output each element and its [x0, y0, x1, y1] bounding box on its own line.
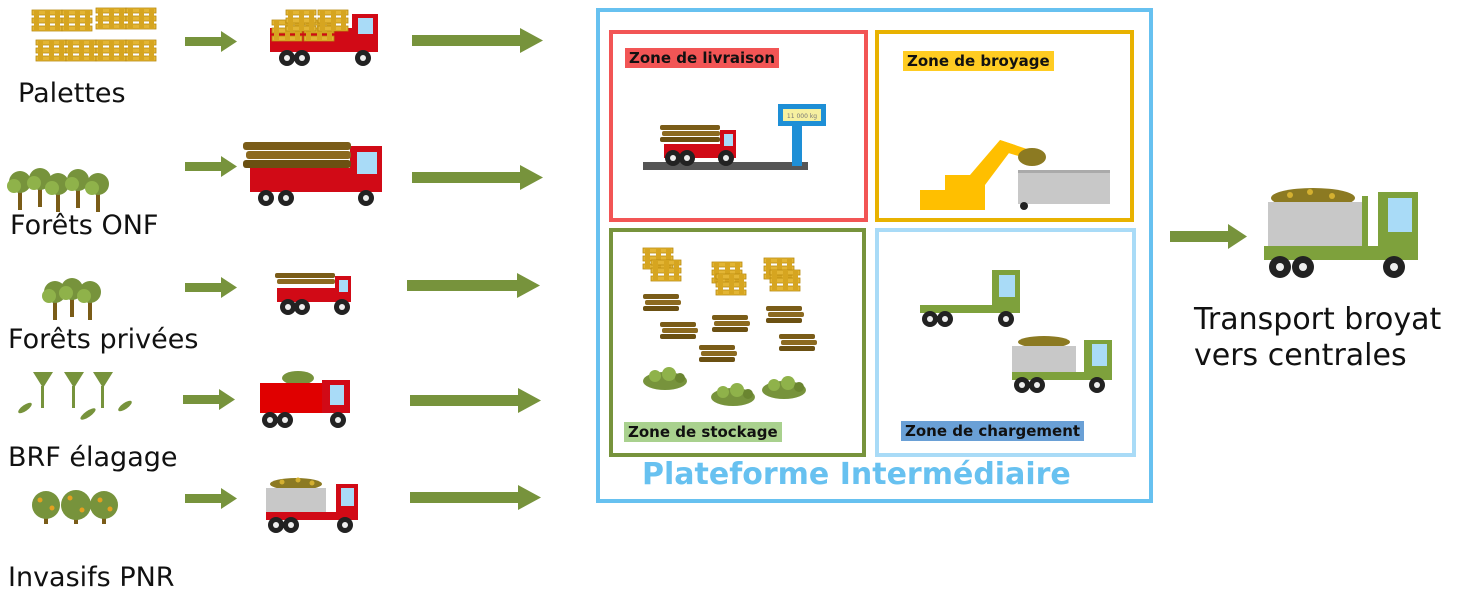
small-log-truck-icon: [275, 273, 351, 315]
arrow-4: [183, 389, 235, 410]
chip-truck-icon: [266, 477, 358, 533]
zone-label-chargement: Zone de chargement: [901, 421, 1085, 441]
forest-icon: [7, 168, 109, 212]
long-arrows: [407, 28, 1247, 510]
output-label-line1: Transport broyat: [1194, 302, 1442, 337]
long-arrow-1: [412, 28, 543, 53]
zone-label-broyage: Zone de broyage: [903, 51, 1054, 71]
source-label-forets-onf: Forêts ONF: [10, 210, 159, 241]
pallet-truck-icon: [270, 9, 378, 66]
stored-logs-icon: [643, 294, 817, 362]
zone-label-stockage: Zone de stockage: [624, 422, 782, 442]
long-arrow-2: [412, 165, 543, 190]
log-truck-icon: [243, 142, 382, 206]
zone-livraison-border: [609, 30, 868, 222]
invasive-shrubs-icon: [32, 490, 118, 524]
small-forest-icon: [42, 278, 101, 320]
arrow-2: [185, 156, 237, 177]
platform-title: Plateforme Intermédiaire: [642, 457, 1071, 492]
output-truck-icon: [1264, 188, 1418, 278]
source-label-invasifs-pnr: Invasifs PNR: [8, 562, 175, 593]
grinder-hopper-icon: [1018, 170, 1110, 210]
weighbridge-icon: 11 000 kg: [643, 104, 826, 170]
platform-border: [596, 8, 1153, 503]
long-arrow-4: [410, 388, 541, 413]
zone-chargement-border: [875, 228, 1136, 457]
output-arrow: [1170, 224, 1247, 249]
loaded-truck-icon: [1012, 336, 1112, 393]
stored-shrubs-icon: [643, 367, 806, 406]
source-label-palettes: Palettes: [18, 78, 126, 109]
pallets-icon: [31, 7, 157, 62]
source-label-forets-privees: Forêts privées: [8, 324, 199, 355]
long-arrow-3: [407, 273, 540, 298]
delivery-truck-icon: [660, 125, 736, 166]
arrow-3: [185, 277, 237, 298]
arrow-1: [185, 31, 237, 52]
branches-icon: [18, 372, 132, 420]
stored-pallets-icon: [642, 247, 801, 296]
long-arrow-5: [410, 485, 541, 510]
zone-stockage-border: [609, 228, 866, 457]
arrow-5: [185, 488, 237, 509]
scale-readout: 11 000 kg: [787, 113, 817, 120]
zone-label-livraison: Zone de livraison: [625, 48, 780, 68]
output-label: Transport broyat vers centrales: [1194, 302, 1441, 374]
branch-truck-icon: [260, 371, 350, 428]
short-arrows: [183, 31, 237, 509]
source-label-brf-elagage: BRF élagage: [8, 442, 178, 473]
output-label-line2: vers centrales: [1194, 338, 1407, 373]
empty-truck-icon: [920, 270, 1020, 327]
zone-broyage-border: [875, 30, 1134, 222]
excavator-icon: [920, 140, 1046, 210]
